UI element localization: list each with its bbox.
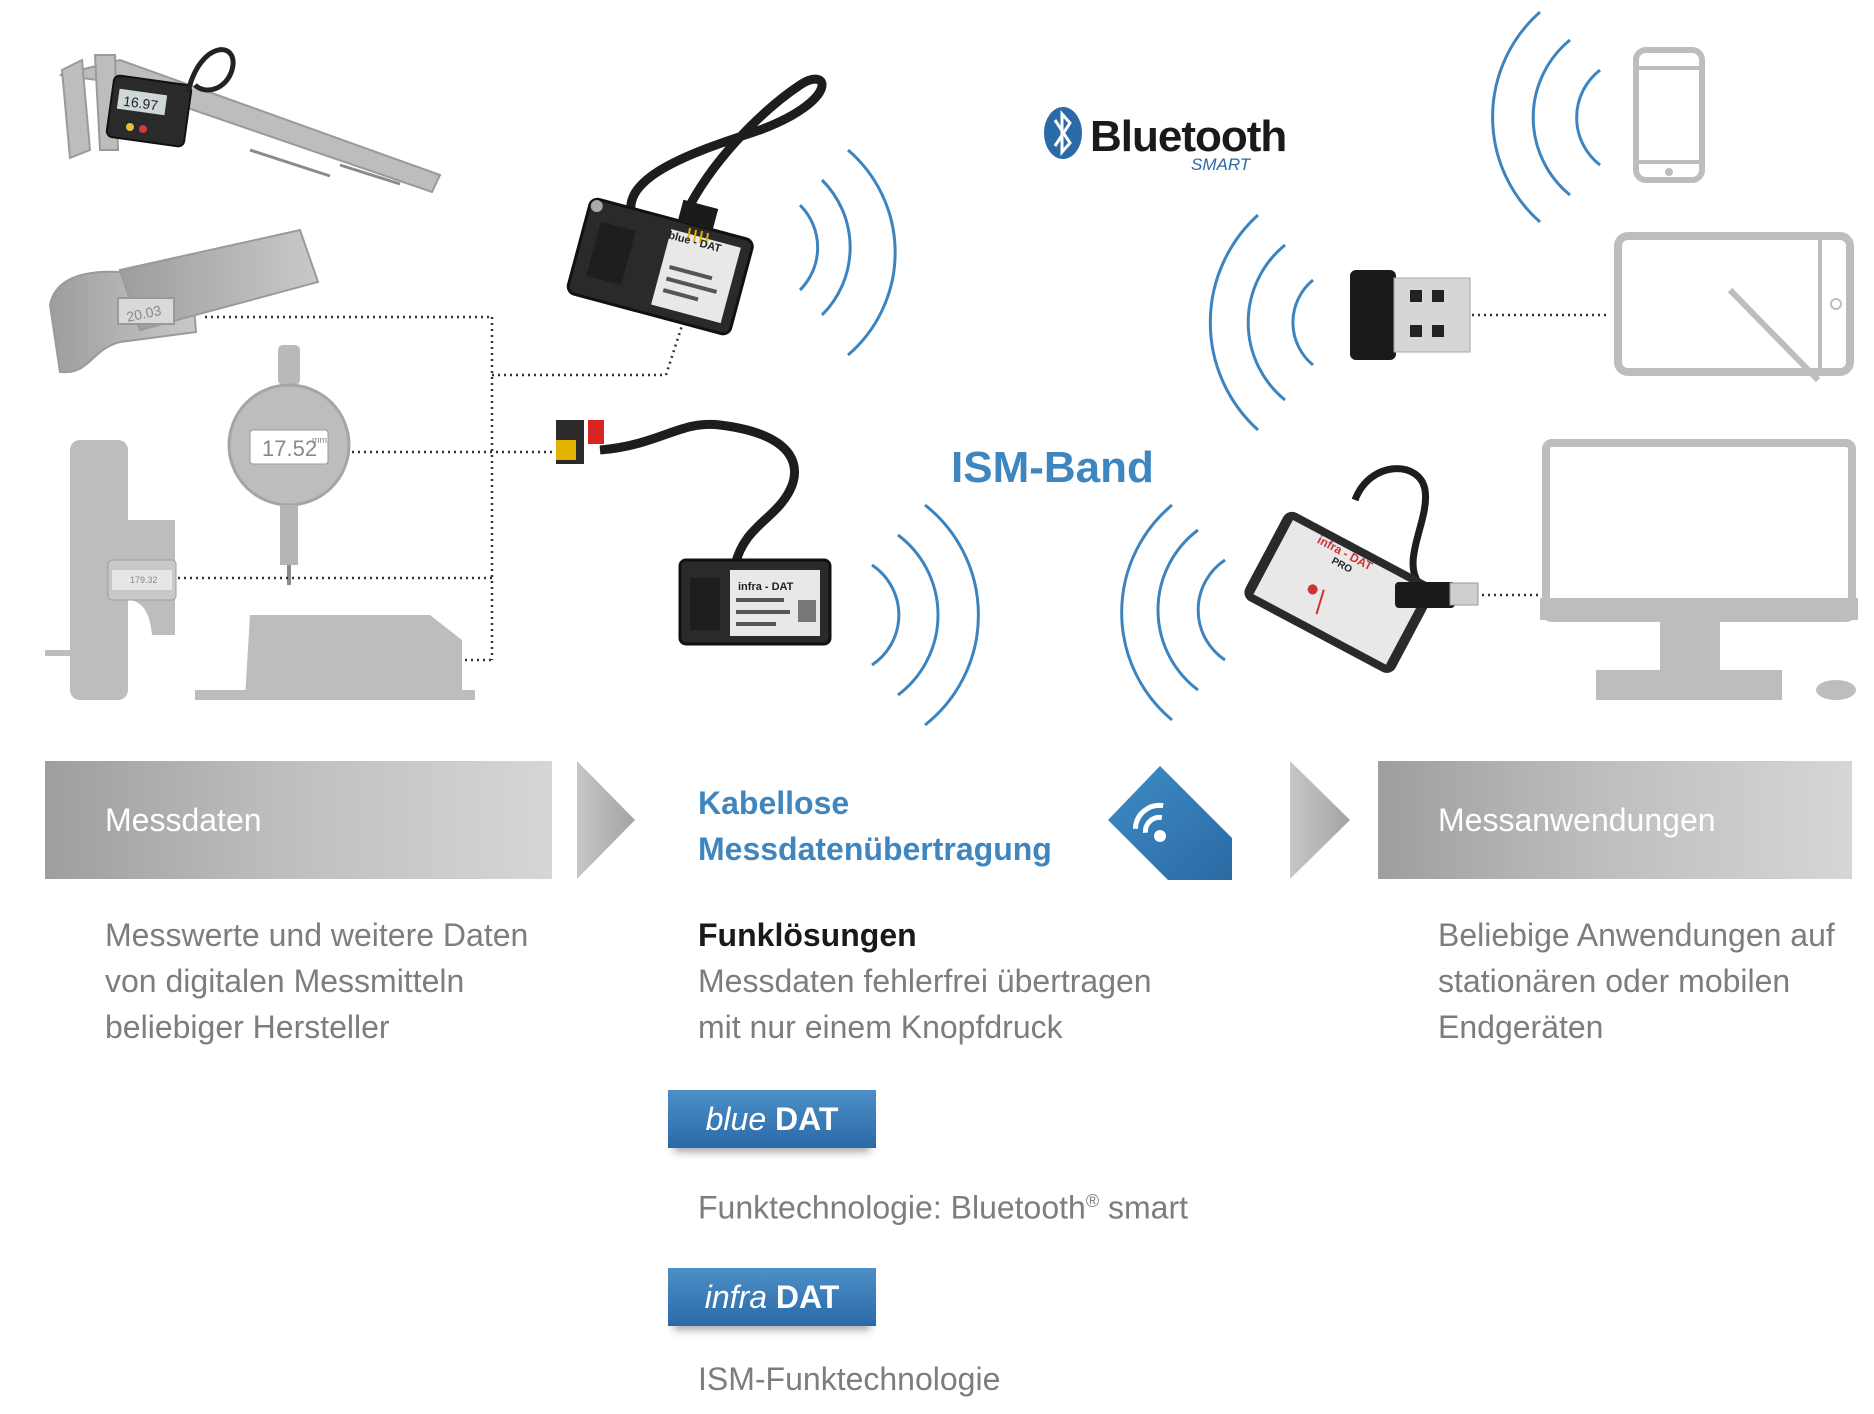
blue-dat-badge: blue DAT: [668, 1090, 876, 1148]
blue-dat-caption-end: smart: [1099, 1189, 1188, 1226]
wireless-waves-ism: [1120, 503, 1226, 722]
arrow-chevron-right: [1290, 761, 1350, 879]
right-description: Beliebige Anwendungen auf stationären od…: [1438, 912, 1835, 1050]
wireless-waves-infra: [871, 503, 980, 727]
height-gauge-device: [45, 440, 177, 700]
infra-dat-module: [556, 419, 832, 646]
band-messanwendungen: Messanwendungen: [1378, 761, 1852, 879]
micrometer-device: [48, 228, 320, 374]
caliper-display-text: 16.97: [122, 93, 159, 114]
blue-dat-caption: Funktechnologie: Bluetooth® smart: [698, 1178, 1188, 1231]
dial-display-text: 17.52: [262, 436, 317, 461]
usb-dongle-device: [1350, 270, 1471, 360]
infra-dat-module-label: infra - DAT: [738, 581, 794, 593]
micrometer-display-text: 20.03: [125, 302, 163, 325]
blue-dat-module: [566, 74, 827, 336]
mid-title-line2: Messdatenübertragung: [698, 831, 1052, 867]
wireless-waves-phone: [1491, 10, 1601, 224]
blue-dat-caption-text: Funktechnologie: Bluetooth: [698, 1189, 1086, 1226]
surface-plate-device: [195, 615, 475, 700]
smartphone-device: [1633, 47, 1705, 183]
blue-dat-badge-prefix: blue: [705, 1101, 767, 1137]
mid-desc-heading: Funklösungen: [698, 917, 917, 953]
band-messanwendungen-label: Messanwendungen: [1438, 802, 1716, 838]
blue-dat-caption-sup: ®: [1085, 1191, 1100, 1211]
arrow-chevron-left: [577, 761, 635, 879]
band-messdaten: Messdaten: [45, 761, 552, 879]
mid-title: Kabellose Messdatenübertragung: [698, 780, 1052, 872]
left-desc-line: Messwerte und weitere Daten: [105, 917, 529, 953]
infra-dat-badge-prefix: infra: [704, 1279, 767, 1315]
mid-desc-line: mit nur einem Knopfdruck: [698, 1009, 1063, 1045]
mid-description: Funklösungen Messdaten fehlerfrei übertr…: [698, 912, 1152, 1050]
dial-unit-text: mm: [312, 435, 327, 445]
infra-dat-caption: ISM-Funktechnologie: [698, 1356, 1000, 1402]
mid-desc-line: Messdaten fehlerfrei übertragen: [698, 963, 1152, 999]
bluetooth-smart-label: SMART: [1191, 155, 1251, 174]
wireless-waves-blue: [798, 148, 897, 357]
right-desc-line: Endgeräten: [1438, 1009, 1604, 1045]
mid-title-line1: Kabellose: [698, 785, 850, 821]
height-gauge-display-text: 179.32: [130, 575, 158, 585]
tablet-device: [1614, 232, 1854, 383]
infra-dat-caption-text: ISM-Funktechnologie: [698, 1361, 1001, 1397]
blue-dat-badge-suffix: DAT: [775, 1101, 839, 1137]
left-desc-line: von digitalen Messmitteln: [105, 963, 465, 999]
wireless-waves-dongle: [1208, 213, 1314, 432]
caliper-device: [59, 47, 442, 194]
band-messdaten-label: Messdaten: [105, 802, 262, 838]
left-description: Messwerte und weitere Daten von digitale…: [105, 912, 528, 1050]
bluetooth-wordmark: Bluetooth: [1090, 112, 1287, 161]
right-desc-line: stationären oder mobilen: [1438, 963, 1791, 999]
bluetooth-logo-icon: [1044, 107, 1082, 159]
desktop-monitor-device: [1540, 439, 1858, 700]
right-desc-line: Beliebige Anwendungen auf: [1438, 917, 1835, 953]
wifi-tag-icon: [1108, 766, 1232, 880]
left-desc-line: beliebiger Hersteller: [105, 1009, 390, 1045]
ism-band-label: ISM-Band: [951, 443, 1154, 492]
infra-dat-badge-suffix: DAT: [775, 1279, 840, 1315]
infra-dat-badge: infra DAT: [668, 1268, 876, 1326]
dial-indicator-device: [227, 345, 351, 585]
infra-dat-pro-device: [1244, 465, 1479, 673]
